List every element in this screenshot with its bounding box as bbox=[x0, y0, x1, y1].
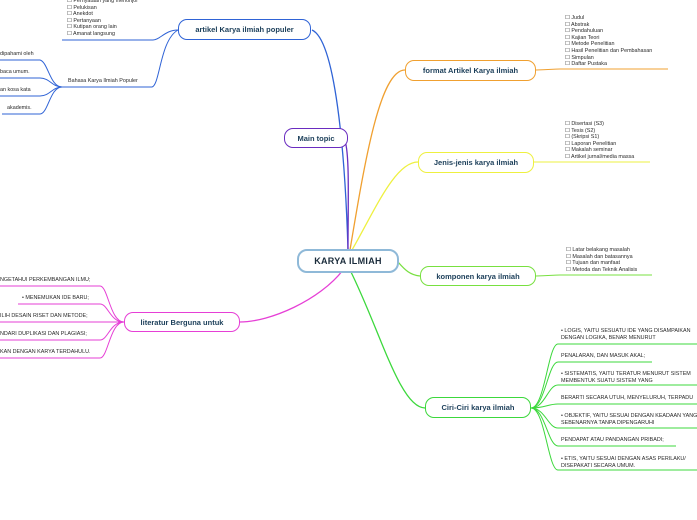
artikel-sub-item-2: baca umum. bbox=[0, 69, 30, 75]
artikel-sub-item-4: akademis. bbox=[7, 105, 32, 111]
connector-sub-item-4 bbox=[2, 86, 63, 115]
connector-ciri bbox=[349, 269, 426, 409]
connector-artikel bbox=[311, 29, 349, 251]
connector-jenis bbox=[351, 161, 419, 251]
ciri-item-2: PENALARAN, DAN MASUK AKAL; bbox=[561, 353, 646, 359]
ciri-item-7: • ETIS, YAITU SESUAI DENGAN ASAS PERILAK… bbox=[561, 456, 686, 469]
literatur-item-2: • MENEMUKAN IDE BARU; bbox=[22, 295, 89, 301]
connector-lit-2 bbox=[18, 303, 125, 323]
ciri-item-1: • LOGIS, YAITU SESUATU IDE YANG DISAMPAI… bbox=[561, 328, 691, 341]
central-node[interactable]: KARYA ILMIAH bbox=[297, 249, 399, 273]
node-komponen[interactable]: komponen karya ilmiah bbox=[420, 266, 536, 286]
connector-ciri-1 bbox=[530, 343, 697, 409]
artikel-sub-item-3: an kosa kata bbox=[0, 87, 31, 93]
node-artikel[interactable]: artikel Karya ilmiah populer bbox=[178, 19, 311, 40]
connector-komponen-items bbox=[535, 274, 652, 277]
jenis-items: ☐ Disertasi (S3) ☐ Tesis (S2) ☐ (Skripsi… bbox=[565, 121, 635, 160]
connector-lit-1 bbox=[0, 285, 125, 323]
ciri-item-6: PENDAPAT ATAU PANDANGAN PRIBADI; bbox=[561, 437, 664, 443]
connector-artikel-items bbox=[62, 29, 179, 41]
ciri-item-5: • OBJEKTIF, YAITU SESUAI DENGAN KEADAAN … bbox=[561, 413, 697, 426]
connector-komponen bbox=[397, 261, 421, 277]
node-literatur[interactable]: literatur Berguna untuk bbox=[124, 312, 240, 332]
connector-ciri-3 bbox=[530, 384, 697, 409]
komponen-items: ☐ Latar belakang masalah ☐ Masalah dan b… bbox=[566, 247, 638, 273]
connector-format bbox=[349, 69, 406, 251]
ciri-item-3: • SISTEMATIS, YAITU TERATUR MENURUT SIST… bbox=[561, 371, 691, 384]
connector-ciri-4 bbox=[530, 403, 697, 409]
artikel-sub-node[interactable]: Bahasa Karya Ilmiah Populer bbox=[68, 78, 138, 84]
connector-format-items bbox=[535, 68, 668, 71]
connector-ciri-7 bbox=[530, 407, 697, 471]
connector-ciri-2 bbox=[530, 361, 652, 409]
connector-lit-5 bbox=[0, 321, 125, 359]
node-jenis[interactable]: Jenis-jenis karya ilmiah bbox=[418, 152, 534, 173]
node-ciri[interactable]: Ciri-Ciri karya ilmiah bbox=[425, 397, 531, 418]
connector-artikel-sub bbox=[62, 29, 179, 88]
artikel-sub-item-1: dipahami oleh bbox=[0, 51, 34, 57]
artikel-items: ☐ Pernyataan yang menonjol ☐ Pelukisan ☐… bbox=[67, 0, 138, 37]
ciri-item-4: BERARTI SECARA UTUH, MENYELURUH, TERPADU bbox=[561, 395, 694, 401]
format-items: ☐ Judul ☐ Abstrak ☐ Pendahuluan ☐ Kajian… bbox=[565, 15, 653, 68]
literatur-item-1: NGETAHUI PERKEMBANGAN ILMU; bbox=[0, 277, 91, 283]
literatur-item-5: KAN DENGAN KARYA TERDAHULU. bbox=[0, 349, 91, 355]
literatur-item-3: ILIH DESAIN RISET DAN METODE; bbox=[0, 313, 88, 319]
node-main-topic[interactable]: Main topic bbox=[284, 128, 348, 148]
connector-sub-item-2 bbox=[0, 77, 63, 88]
literatur-item-4: NDARI DUPLIKASI DAN PLAGIASI; bbox=[0, 331, 87, 337]
connector-literatur bbox=[239, 269, 344, 323]
node-format[interactable]: format Artikel Karya ilmiah bbox=[405, 60, 536, 81]
